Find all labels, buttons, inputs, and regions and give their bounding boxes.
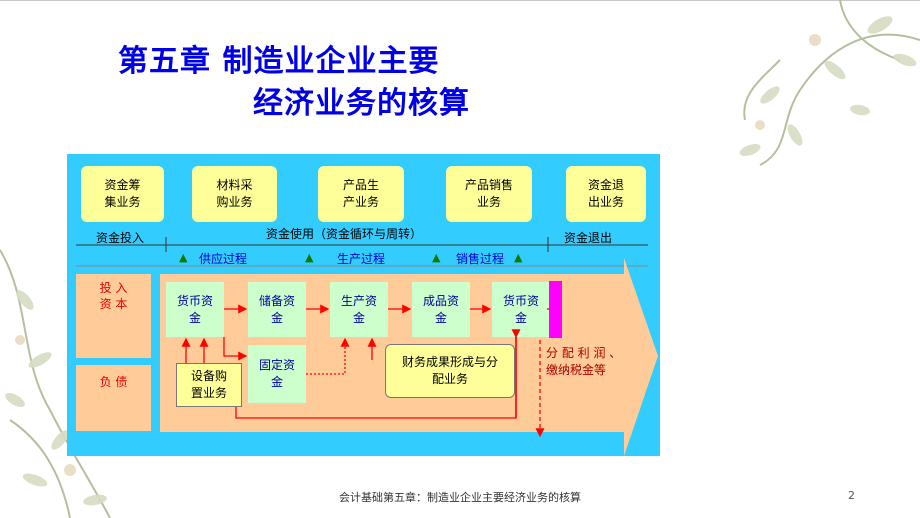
node-cash-end-label: 货币资 金 bbox=[502, 293, 539, 325]
process-production: 生产过程 bbox=[337, 252, 386, 266]
node-equipment-purchase: 设备购 置业务 bbox=[176, 363, 242, 407]
node-cash-start: 货币资 金 bbox=[166, 282, 224, 337]
production-triangle-left-icon: ▲ bbox=[305, 251, 314, 264]
node-financial-results: 财务成果形成与分 配业务 bbox=[385, 344, 515, 398]
node-cash-end: 货币资 金 bbox=[492, 282, 550, 337]
slide-title-line-2: 经济业务的核算 bbox=[253, 86, 470, 121]
sales-triangle-icon: ▲ bbox=[514, 251, 523, 264]
node-production-funds-label: 生产资 金 bbox=[340, 293, 377, 325]
supply-triangle-icon: ▲ bbox=[179, 251, 188, 264]
timeline-fund-input: 资金投入 bbox=[96, 231, 145, 245]
timeline-fund-use: 资金使用（资金循环与周转） bbox=[266, 227, 423, 241]
slide-footer: 会计基础第五章：制造业企业主要经济业务的核算 bbox=[339, 491, 581, 504]
node-finished-funds: 成品资 金 bbox=[412, 282, 470, 337]
stage-production: 产品生 产业务 bbox=[318, 166, 404, 222]
node-equipment-purchase-label: 设备购 置业务 bbox=[190, 369, 227, 400]
stage-fund-exit: 资金退 出业务 bbox=[566, 166, 646, 222]
distribution-label: 分 配 利 润 、 缴纳税金等 bbox=[546, 346, 622, 377]
stage-fund-raising: 资金筹 集业务 bbox=[81, 166, 164, 222]
process-sales: 销售过程 bbox=[456, 252, 505, 266]
slide-top-border bbox=[0, 0, 920, 1]
node-fixed-funds: 固定资 金 bbox=[248, 345, 306, 403]
node-production-funds: 生产资 金 bbox=[330, 282, 388, 337]
liability-label: 负 债 bbox=[99, 375, 128, 389]
page-number: 2 bbox=[848, 489, 855, 502]
production-triangle-right-icon: ▲ bbox=[432, 251, 441, 264]
node-reserve-funds-label: 储备资 金 bbox=[258, 293, 295, 325]
distribution-marker bbox=[549, 281, 562, 338]
node-cash-start-label: 货币资 金 bbox=[176, 293, 213, 325]
capital-label: 投 入 资 本 bbox=[99, 281, 128, 311]
stage-material-purchase: 材料采 购业务 bbox=[192, 166, 277, 222]
node-finished-funds-label: 成品资 金 bbox=[422, 293, 459, 325]
liability-box bbox=[76, 365, 151, 431]
stage-sales: 产品销售 业务 bbox=[446, 166, 532, 222]
capital-box bbox=[76, 274, 151, 358]
stage-material-purchase-label: 材料采 购业务 bbox=[216, 178, 253, 209]
stage-fund-exit-label: 资金退 出业务 bbox=[587, 178, 624, 209]
node-financial-results-label: 财务成果形成与分 配业务 bbox=[401, 355, 498, 386]
stage-production-label: 产品生 产业务 bbox=[342, 178, 379, 209]
stage-fund-raising-label: 资金筹 集业务 bbox=[104, 178, 141, 209]
process-supply: 供应过程 bbox=[199, 252, 248, 266]
slide-title-line-1: 第五章 制造业企业主要 bbox=[118, 44, 440, 79]
stage-sales-label: 产品销售 业务 bbox=[464, 178, 513, 209]
node-reserve-funds: 储备资 金 bbox=[248, 282, 306, 337]
node-fixed-funds-label: 固定资 金 bbox=[258, 358, 295, 389]
timeline-fund-exit: 资金退出 bbox=[564, 231, 613, 245]
